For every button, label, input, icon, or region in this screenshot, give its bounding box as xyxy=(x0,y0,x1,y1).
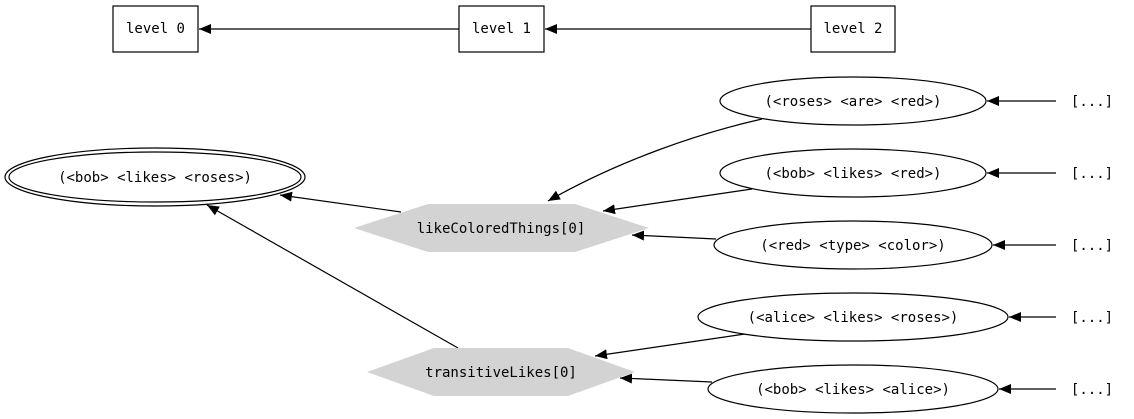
level-2-box: level 2 xyxy=(810,5,896,53)
fact-node-bob-likes-alice: (<bob> <likes> <alice>) xyxy=(707,364,999,414)
level-0-box: level 0 xyxy=(112,5,199,53)
fact-node-label: (<alice> <likes> <roses>) xyxy=(748,310,959,326)
fact-node-label: (<roses> <are> <red>) xyxy=(764,94,941,110)
goal-node-bob-likes-roses: (<bob> <likes> <roses>) xyxy=(4,147,306,207)
rule-node-label: likeColoredThings[0] xyxy=(417,221,586,237)
fact-node-bob-likes-red: (<bob> <likes> <red>) xyxy=(719,148,987,198)
edge-transitiveLikes-to-bob-likes-roses xyxy=(206,204,459,349)
fact-node-label: (<bob> <likes> <red>) xyxy=(764,166,941,182)
fact-node-alice-likes-roses: (<alice> <likes> <roses>) xyxy=(697,292,1009,342)
edge-red-type-color-to-likeColoredThings xyxy=(631,230,717,241)
edge-bob-likes-alice-to-transitiveLikes xyxy=(619,373,713,384)
level-1-box: level 1 xyxy=(458,5,545,53)
ellipsis-text: [...] xyxy=(1071,238,1113,254)
ellipsis-text: [...] xyxy=(1071,310,1113,326)
edge-alice-likes-roses-to-transitiveLikes xyxy=(594,333,746,360)
ellipsis-text: [...] xyxy=(1071,166,1113,182)
edge-likeColoredThings-to-bob-likes-roses xyxy=(279,191,402,213)
fact-node-red-type-color: (<red> <type> <color>) xyxy=(713,220,993,270)
ellipsis-text: [...] xyxy=(1071,382,1113,398)
ellipsis-text: [...] xyxy=(1071,94,1113,110)
level-0-label: level 0 xyxy=(126,21,185,37)
fact-node-label: (<red> <type> <color>) xyxy=(760,238,945,254)
goal-node-label: (<bob> <likes> <roses>) xyxy=(58,170,252,186)
rule-node-likeColoredThings: likeColoredThings[0] xyxy=(354,204,649,252)
level-1-label: level 1 xyxy=(472,21,531,37)
edge-roses-are-red-to-likeColoredThings xyxy=(547,118,763,202)
fact-node-label: (<bob> <likes> <alice>) xyxy=(756,382,950,398)
rule-node-transitiveLikes: transitiveLikes[0] xyxy=(367,348,635,396)
level-2-label: level 2 xyxy=(823,21,882,37)
rule-node-label: transitiveLikes[0] xyxy=(425,365,577,381)
fact-node-roses-are-red: (<roses> <are> <red>) xyxy=(719,76,987,126)
edge-bob-likes-red-to-likeColoredThings xyxy=(602,188,753,215)
